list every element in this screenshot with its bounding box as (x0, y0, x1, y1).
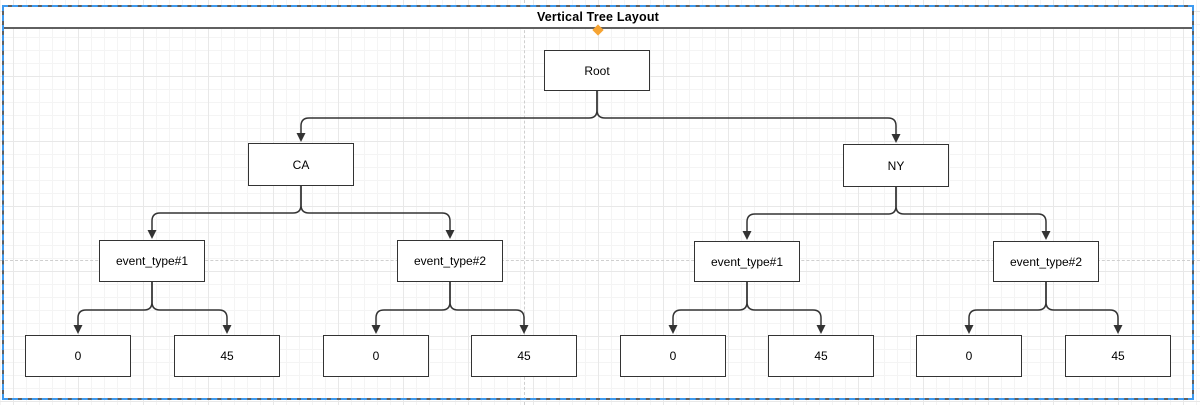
container-title: Vertical Tree Layout (536, 10, 660, 24)
tree-edge-ny-et2r[interactable] (895, 187, 1047, 232)
arrowhead-icon (668, 325, 678, 334)
tree-node-label: event_type#1 (710, 254, 784, 269)
tree-node-label: 45 (814, 349, 828, 363)
tree-edge-ca-et1l[interactable] (151, 186, 302, 231)
tree-node-l2[interactable]: 45 (174, 335, 280, 377)
tree-node-label: Root (584, 63, 610, 78)
tree-node-r1[interactable]: 0 (620, 335, 726, 377)
tree-edge-et1l-l1[interactable] (77, 282, 153, 326)
tree-node-r4[interactable]: 45 (1065, 335, 1171, 377)
arrowhead-icon (222, 325, 232, 334)
tree-edge-ca-et2l[interactable] (300, 186, 451, 231)
tree-edge-et2r-r3[interactable] (968, 282, 1047, 326)
tree-edge-et1l-l2[interactable] (151, 282, 228, 326)
tree-node-label: NY (887, 158, 905, 173)
arrowhead-icon (891, 134, 901, 143)
tree-node-label: event_type#2 (413, 254, 487, 268)
tree-edge-et1r-r2[interactable] (746, 282, 822, 326)
arrowhead-icon (445, 230, 455, 239)
arrowhead-icon (1113, 325, 1123, 334)
tree-node-root[interactable]: Root (544, 50, 650, 91)
tree-node-et2l[interactable]: event_type#2 (397, 240, 503, 282)
tree-node-l4[interactable]: 45 (471, 335, 577, 377)
arrowhead-icon (742, 231, 752, 240)
tree-node-label: 0 (669, 349, 677, 363)
tree-node-label: 0 (965, 349, 973, 363)
tree-edge-root-ca[interactable] (300, 91, 598, 134)
tree-node-l3[interactable]: 0 (323, 335, 429, 377)
tree-node-et1l[interactable]: event_type#1 (99, 240, 205, 282)
tree-edge-et1r-r1[interactable] (672, 282, 748, 326)
tree-edge-et2r-r4[interactable] (1045, 282, 1119, 326)
tree-node-ca[interactable]: CA (248, 143, 354, 186)
arrowhead-icon (73, 325, 83, 334)
tree-node-label: 45 (517, 349, 531, 363)
tree-node-label: 45 (1111, 349, 1125, 363)
page-break-horizontal (0, 260, 1200, 261)
tree-edge-et2l-l3[interactable] (375, 282, 451, 326)
page-break-vertical (524, 0, 525, 405)
tree-node-label: event_type#1 (115, 254, 189, 268)
arrowhead-icon (519, 325, 529, 334)
tree-node-label: event_type#2 (1009, 254, 1083, 269)
arrowhead-icon (296, 133, 306, 142)
tree-edge-ny-et1r[interactable] (746, 187, 897, 232)
arrowhead-icon (1041, 231, 1051, 240)
tree-node-label: 0 (74, 349, 82, 363)
tree-edge-et2l-l4[interactable] (449, 282, 525, 326)
tree-node-et1r[interactable]: event_type#1 (694, 241, 800, 282)
tree-node-r2[interactable]: 45 (768, 335, 874, 377)
tree-node-et2r[interactable]: event_type#2 (993, 241, 1099, 282)
tree-node-l1[interactable]: 0 (25, 335, 131, 377)
tree-edge-root-ny[interactable] (596, 91, 897, 135)
tree-node-label: CA (292, 157, 310, 172)
arrowhead-icon (816, 325, 826, 334)
arrowhead-icon (147, 230, 157, 239)
arrowhead-icon (964, 325, 974, 334)
tree-node-ny[interactable]: NY (843, 144, 949, 187)
tree-node-r3[interactable]: 0 (916, 335, 1022, 377)
tree-node-label: 45 (220, 349, 234, 363)
tree-node-label: 0 (372, 349, 380, 363)
arrowhead-icon (371, 325, 381, 334)
